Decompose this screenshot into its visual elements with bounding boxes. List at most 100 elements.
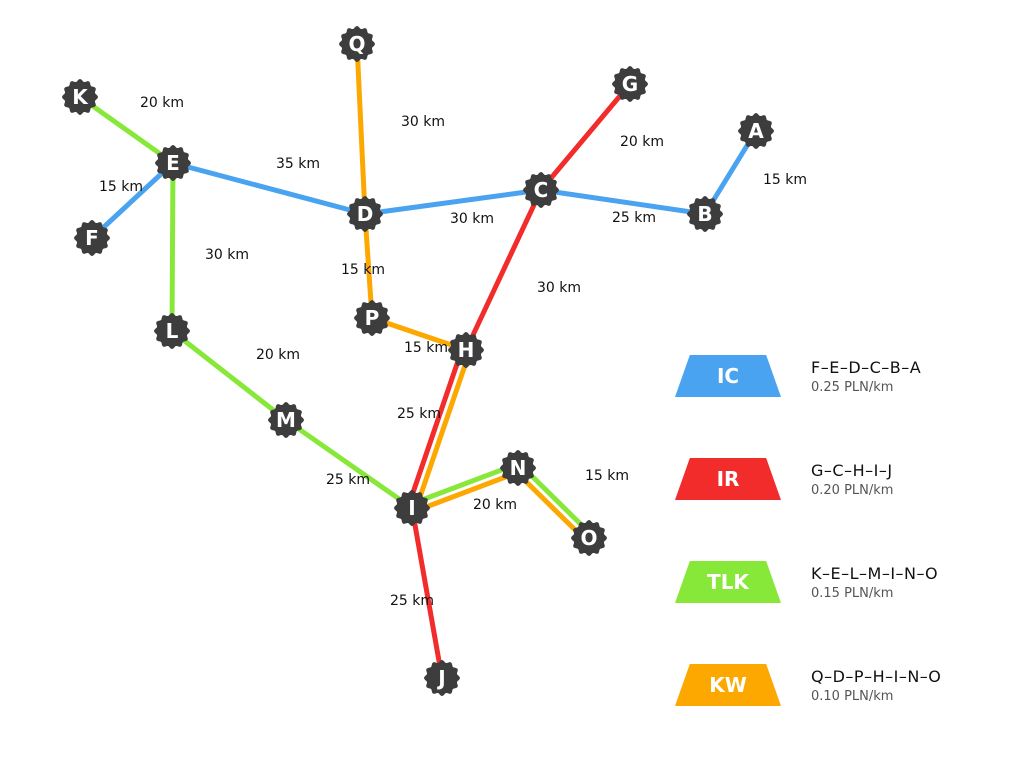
node-l: L [154,313,190,349]
edge-g-c [538,81,633,193]
node-label: H [458,338,475,362]
edge-labels-layer: 20 km 15 km 35 km 30 km 30 km 30 km 15 km 20 km… [99,95,807,609]
node-j: J [424,660,460,696]
node-label: Q [348,32,365,56]
node-badge [155,145,191,181]
node-m: M [268,402,304,438]
edge-label-d-p: 15 km [341,262,385,278]
edge-q-d [354,41,368,217]
node-i: I [394,490,430,526]
node-label: C [534,178,549,202]
node-badge [354,300,390,336]
node-label: B [697,202,712,226]
edge-k-e [77,94,176,166]
legend-badge-tlk: TLK [675,561,781,603]
node-h: H [448,332,484,368]
edge-label-b-a: 15 km [763,172,807,188]
edge-i-n [408,461,520,507]
edge-l-m [169,328,289,423]
legend-route-kw: Q–D–P–H–I–N–O [811,667,942,686]
node-label: I [408,496,415,520]
node-label: J [436,666,445,690]
edge-label-k-e: 20 km [140,95,184,111]
edge-c-b [538,187,708,217]
node-badge [347,196,383,232]
edge-label-l-m: 20 km [256,347,300,363]
legend-route-ic: F–E–D–C–B–A [811,358,922,377]
node-badge [687,196,723,232]
node-label: M [276,408,296,432]
node-b: B [687,196,723,232]
node-badge [500,450,536,486]
node-p: P [354,300,390,336]
node-label: G [622,72,638,96]
edge-label-g-c: 20 km [620,134,664,150]
legend-row-tlk: TLK K–E–L–M–I–N–O 0.15 PLN/km [675,561,1005,664]
nodes-layer: A B C D E F G H I J K L M N O P Q [62,26,774,696]
node-badge [571,520,607,556]
node-badge [62,79,98,115]
edge-label-m-i: 25 km [326,472,370,488]
node-label: E [166,151,180,175]
legend-price-ic: 0.25 PLN/km [811,380,894,395]
legend-route-tlk: K–E–L–M–I–N–O [811,564,939,583]
edge-label-i-j: 25 km [390,593,434,609]
edge-label-q-d: 30 km [401,114,445,130]
node-badge [523,172,559,208]
node-badge [268,402,304,438]
edge-label-c-b: 25 km [612,210,656,226]
edge-h-i [405,346,465,510]
legend-row-ic: IC F–E–D–C–B–A 0.25 PLN/km [675,355,1005,458]
legend-price-tlk: 0.15 PLN/km [811,586,894,601]
legend-route-ir: G–C–H–I–J [811,461,893,480]
node-badge [448,332,484,368]
node-badge [154,313,190,349]
edge-label-e-f: 15 km [99,179,143,195]
edge-label-h-i: 25 km [397,406,441,422]
node-badge [424,660,460,696]
edge-c-h [463,187,544,353]
edge-i-j [409,505,445,681]
node-badge [74,220,110,256]
edges-layer [77,41,759,681]
node-label: P [365,306,380,330]
node-g: G [612,66,648,102]
node-badge [738,113,774,149]
node-q: Q [339,26,375,62]
legend-badge-kw: KW [675,664,781,706]
node-label: K [72,85,89,109]
edge-h-i-kw [413,348,473,512]
edge-e-f [89,160,176,241]
node-a: A [738,113,774,149]
edge-label-c-h: 30 km [537,280,581,296]
node-o: O [571,520,607,556]
legend-badge-ir: IR [675,458,781,500]
edge-i-n-kw [410,469,522,515]
edge-label-e-l: 30 km [205,247,249,263]
node-d: D [347,196,383,232]
edge-label-d-c: 30 km [450,211,494,227]
edge-label-i-n: 20 km [473,497,517,513]
edge-label-n-o: 15 km [585,468,629,484]
node-k: K [62,79,98,115]
node-label: N [510,456,527,480]
node-label: F [85,226,99,250]
edge-e-d [170,160,368,217]
legend-price-ir: 0.20 PLN/km [811,483,894,498]
node-badge [339,26,375,62]
legend: IC F–E–D–C–B–A 0.25 PLN/km IR G–C–H–I–J … [675,355,1005,767]
node-c: C [523,172,559,208]
node-label: D [357,202,374,226]
legend-price-kw: 0.10 PLN/km [811,689,894,704]
node-label: L [166,319,179,343]
node-badge [612,66,648,102]
edge-e-l [169,160,176,334]
edge-label-e-d: 35 km [276,156,320,172]
edge-m-i [283,417,415,511]
edge-label-p-h: 15 km [404,340,448,356]
node-badge [394,490,430,526]
legend-badge-ic: IC [675,355,781,397]
node-e: E [155,145,191,181]
node-n: N [500,450,536,486]
node-label: O [580,526,597,550]
